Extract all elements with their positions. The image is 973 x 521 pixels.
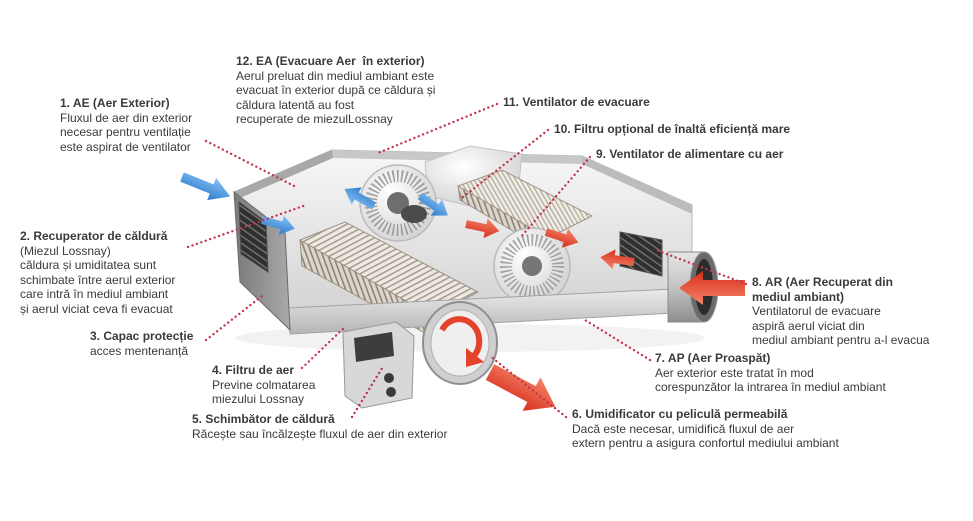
unit-left-rim (234, 150, 333, 198)
label-line: Aerul preluat din mediul ambiant este (236, 68, 435, 83)
label-line: miezului Lossnay (212, 392, 305, 407)
label-title: 11. Ventilator de evacuare (503, 95, 650, 109)
leader-9 (518, 155, 592, 240)
label-line: recuperate de miezulLossnay (236, 112, 393, 127)
label-title: 12. EA (Evacuare Aer în exterior) (236, 54, 425, 68)
label-10-optional-filter: 10. Filtru opțional de înaltă eficiență … (554, 122, 790, 137)
control-box (342, 321, 415, 409)
label-line: schimbate între aerul exterior (20, 272, 176, 287)
label-title: 7. AP (Aer Proaspăt) (655, 351, 771, 365)
label-line: Aer exterior este tratat în mod (655, 365, 814, 380)
label-line: care intră în mediul ambiant (20, 287, 169, 302)
label-title: 4. Filtru de aer (212, 363, 295, 377)
leader-4 (300, 324, 348, 370)
outside-air-inlet-opening (238, 200, 269, 273)
leader-5 (350, 363, 386, 419)
arrow-outside-air-flow (260, 215, 295, 235)
label-line: mediul ambiant pentru a-l evacua (752, 333, 930, 348)
arrow-return-air-in (679, 271, 745, 305)
label-line: acces mentenanță (90, 343, 189, 358)
label-title: 2. Recuperator de căldură (20, 229, 168, 243)
label-title: 9. Ventilator de alimentare cu aer (596, 147, 784, 161)
supply-fan (493, 227, 571, 305)
label-line: Previne colmatarea (212, 377, 316, 392)
label-11-exhaust-fan: 11. Ventilator de evacuare (503, 95, 650, 110)
arrow-fresh-air-out (485, 364, 556, 411)
leader-7 (583, 318, 652, 362)
arrow-supply-flow-2 (544, 228, 579, 248)
label-line: aspiră aerul viciat din (752, 318, 865, 333)
label-1-ae: 1. AE (Aer Exterior) Fluxul de aer din e… (60, 96, 192, 154)
label-title: 5. Schimbător de căldură (192, 412, 335, 426)
label-4-air-filter: 4. Filtru de aer Previne colmatarea miez… (212, 363, 315, 407)
label-5-heat-exchanger: 5. Schimbător de căldură Răcește sau înc… (192, 412, 447, 441)
arrow-outside-air-in (180, 172, 231, 201)
arrow-return-flow (600, 249, 635, 270)
label-7-ap: 7. AP (Aer Proaspăt) Aer exterior este t… (655, 351, 886, 395)
label-3-maintenance-cover: 3. Capac protecție acces mentenanță (90, 329, 193, 358)
leader-1 (204, 139, 300, 190)
label-8-ar: 8. AR (Aer Recuperat din mediul ambiant)… (752, 275, 929, 348)
label-title: 1. AE (Aer Exterior) (60, 96, 170, 110)
label-title: 10. Filtru opțional de înaltă eficiență … (554, 122, 791, 136)
label-line: (Miezul Lossnay) (20, 243, 111, 258)
label-line: Dacă este necesar, umidifică fluxul de a… (572, 421, 795, 436)
label-line: căldura latentă au fost (236, 97, 355, 112)
arrow-exhaust-flow (417, 192, 448, 216)
arrow-exhaust-out (344, 187, 376, 210)
unit-right-rim (582, 156, 692, 214)
label-title: 8. AR (Aer Recuperat din (752, 275, 893, 289)
label-6-humidifier: 6. Umidificator cu peliculă permeabilă D… (572, 407, 839, 451)
label-title: mediul ambiant) (752, 289, 845, 304)
arrow-outlet-swirl (439, 316, 484, 367)
leader-11 (376, 102, 499, 155)
label-line: Fluxul de aer din exterior (60, 110, 193, 125)
label-line: corespunzător la intrarea în mediul ambi… (655, 380, 886, 395)
arrow-supply-flow-1 (465, 218, 500, 238)
label-line: este aspirat de ventilator (60, 139, 191, 154)
leader-8 (654, 248, 748, 286)
leader-2 (186, 203, 308, 249)
label-line: extern pentru a asigura confortul mediul… (572, 436, 839, 451)
label-title: 3. Capac protecție (90, 329, 194, 343)
supply-outlet-duct (422, 301, 498, 385)
label-line: Răcește sau încălzește fluxul de aer din… (192, 426, 448, 441)
label-2-heat-recovery-core: 2. Recuperator de căldură (Miezul Lossna… (20, 229, 175, 317)
label-line: și aerul viciat ceva fi evacuat (20, 301, 173, 316)
leader-10 (461, 128, 550, 199)
label-9-supply-fan: 9. Ventilator de alimentare cu aer (596, 147, 783, 162)
label-12-ea: 12. EA (Evacuare Aer în exterior) Aerul … (236, 54, 435, 127)
label-line: căldura și umiditatea sunt (20, 258, 157, 273)
label-line: necesar pentru ventilație (60, 125, 191, 140)
label-title: 6. Umidificator cu peliculă permeabilă (572, 407, 788, 421)
label-line: evacuat în exterior după ce căldura și (236, 83, 436, 98)
label-line: Ventilatorul de evacuare (752, 304, 881, 319)
